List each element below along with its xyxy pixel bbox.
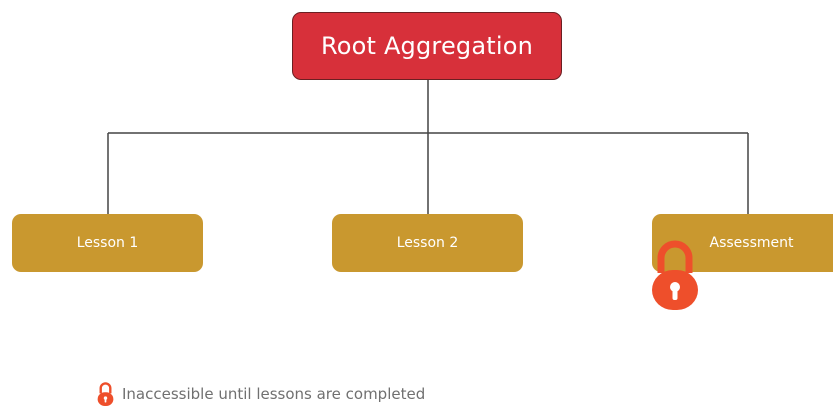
legend-text: Inaccessible until lessons are completed: [122, 385, 426, 403]
lock-icon: [652, 240, 698, 310]
lesson-2-node[interactable]: Lesson 2: [332, 214, 523, 272]
lesson-1-node[interactable]: Lesson 1: [12, 214, 203, 272]
root-aggregation-node[interactable]: Root Aggregation: [292, 12, 562, 80]
legend: Inaccessible until lessons are completed: [96, 381, 425, 407]
legend-lock-icon: [97, 382, 114, 406]
